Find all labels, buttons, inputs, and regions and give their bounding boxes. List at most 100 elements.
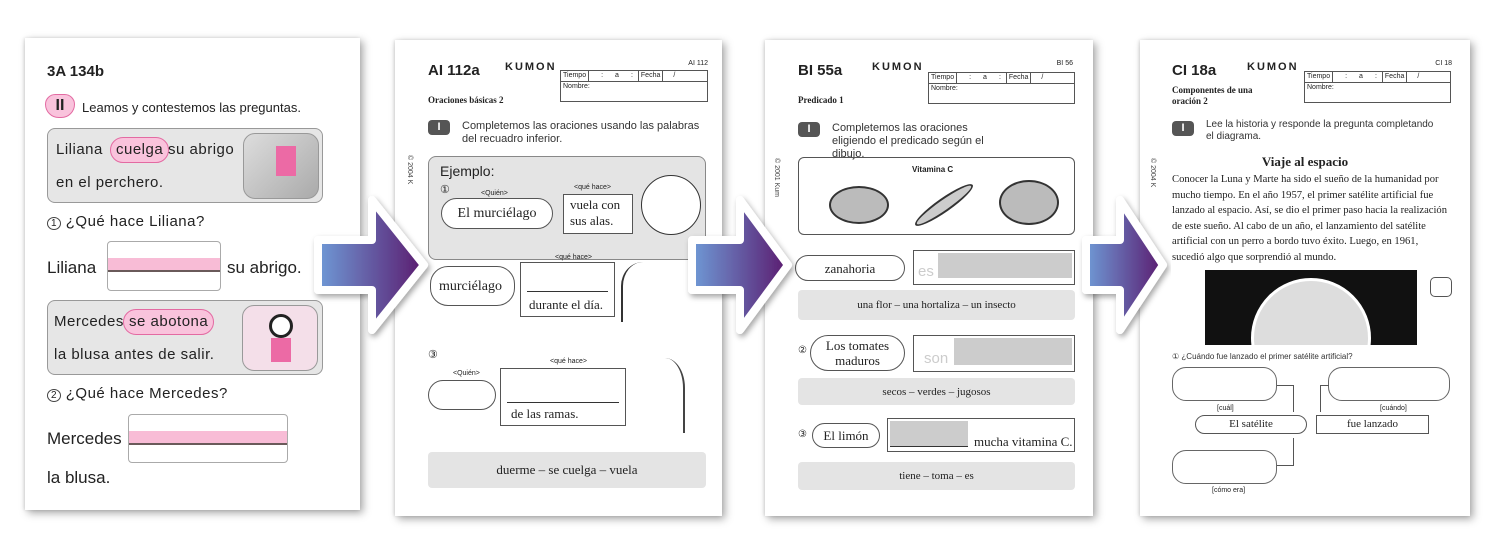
corner-code: AI 112 <box>688 60 708 67</box>
item1-answer-box[interactable]: es <box>913 250 1075 285</box>
illustration-girl-buttoning <box>242 305 318 371</box>
carrot-illustration <box>911 179 977 231</box>
word-bank: duerme – se cuelga – vuela <box>428 452 706 488</box>
answer-field-1[interactable] <box>107 241 221 291</box>
lemon-illustration <box>999 180 1059 225</box>
branch-illustration <box>621 262 676 322</box>
worksheet-bi-55a: BI 55a KUMON BI 56 Tiempo:a:Fecha/ Nombr… <box>765 40 1093 516</box>
word-bank-1: una flor – una hortaliza – un insecto <box>798 290 1075 320</box>
worksheet-code: 3A 134b <box>47 63 104 80</box>
name-time-header: Tiempo:a:Fecha/ Nombre: <box>928 72 1075 104</box>
item-number: ③ <box>428 349 438 361</box>
space-dog-illustration <box>1205 270 1417 345</box>
tomato-illustration <box>829 186 889 224</box>
item3-answer-box[interactable]: mucha vitamina C. <box>887 418 1075 452</box>
word-bank-3: tiene – toma – es <box>798 462 1075 490</box>
name-field[interactable]: Nombre: <box>931 85 958 92</box>
kumon-logo: KUMON <box>1247 61 1299 73</box>
field-cual[interactable] <box>1172 367 1277 401</box>
item-number: ③ <box>798 429 807 440</box>
corner-code: CI 18 <box>1435 60 1452 67</box>
diagram-predicate: fue lanzado <box>1316 415 1429 434</box>
item2-answer-box[interactable]: son <box>913 335 1075 372</box>
text: de las ramas. <box>511 406 579 421</box>
word-bank-2: secos – verdes – jugosos <box>798 378 1075 405</box>
label-como-era: [cómo era] <box>1212 487 1246 494</box>
copyright: © 2004 K <box>406 155 413 185</box>
vitamin-c-illustration-box: Vitamina C <box>798 157 1075 235</box>
monkey-tree-illustration <box>635 358 685 433</box>
story-text: Conocer la Luna y Marte ha sido el sueño… <box>1172 174 1448 263</box>
item3-subject-field[interactable] <box>428 380 496 410</box>
section-badge: I <box>1172 121 1194 136</box>
field-cuando[interactable] <box>1328 367 1450 401</box>
label-cual: [cuál] <box>1217 405 1234 412</box>
sentence-box-1: Liliana cuelga su abrigo en el perchero. <box>47 128 323 203</box>
text: la blusa. <box>47 468 111 487</box>
name-time-header: Tiempo:a:Fecha/ Nombre: <box>560 70 708 102</box>
connector-arrows <box>1277 385 1294 412</box>
kumon-logo: KUMON <box>505 61 557 73</box>
item3-subject: El limón <box>812 423 880 448</box>
name-field[interactable]: Nombre: <box>563 83 590 90</box>
name-field[interactable]: Nombre: <box>1307 84 1334 91</box>
item2-answer-box[interactable]: durante el día. <box>520 262 615 317</box>
kumon-logo: KUMON <box>872 61 924 73</box>
answer-check-box[interactable] <box>1430 277 1452 297</box>
hint-text: son <box>924 350 949 367</box>
text: Liliana <box>47 258 97 277</box>
name-time-header: Tiempo:a:Fecha/ Nombre: <box>1304 71 1451 103</box>
label-que-hace: <qué hace> <box>574 184 611 191</box>
label-quien: <Quién> <box>453 370 480 377</box>
label-cuando: [cuándo] <box>1380 405 1407 412</box>
text: su abrigo. <box>227 258 302 277</box>
instruction: Leamos y contestemos las preguntas. <box>82 100 301 115</box>
worksheet-ci-18a: CI 18a KUMON CI 18 Tiempo:a:Fecha/ Nombr… <box>1140 40 1470 516</box>
item1-subject: zanahoria <box>795 255 905 281</box>
heart-badge: II <box>45 94 75 118</box>
worksheet-code: BI 55a <box>798 62 843 79</box>
corner-code: BI 56 <box>1056 60 1073 67</box>
worksheet-ai-112a: AI 112a KUMON AI 112 Tiempo:a:Fecha/ Nom… <box>395 40 722 516</box>
section-badge: I <box>798 122 820 137</box>
item2-subject: murciélago <box>430 266 515 306</box>
worksheet-code: AI 112a <box>428 62 480 79</box>
answer-field-2[interactable] <box>128 414 288 463</box>
hint-text: es <box>918 263 934 280</box>
instruction: Lee la historia y responde la pregunta c… <box>1206 119 1434 142</box>
copyright: © 2001 Kum <box>773 158 780 198</box>
example-subject: El murciélago <box>441 198 553 229</box>
text: durante el día. <box>529 297 603 312</box>
label-que-hace: <qué hace> <box>555 254 592 261</box>
illustration-girl-closet <box>243 133 319 199</box>
sentence-box-2: Mercedes se abotona la blusa antes de sa… <box>47 300 323 375</box>
worksheet-code: CI 18a <box>1172 62 1217 79</box>
text: Mercedes <box>54 313 124 330</box>
subtitle: Componentes de una oración 2 <box>1172 85 1253 106</box>
item-number: ① <box>440 184 450 196</box>
connector-arrows <box>1320 385 1329 412</box>
label-que-hace: <qué hace> <box>550 358 587 365</box>
field-como-era[interactable] <box>1172 450 1277 484</box>
item3-answer-box[interactable]: de las ramas. <box>500 368 626 426</box>
diagram-subject: El satélite <box>1195 415 1307 434</box>
worksheet-3a-134b: 3A 134b II Leamos y contestemos las preg… <box>25 38 360 510</box>
text: mucha vitamina C. <box>974 434 1073 449</box>
connector-arrows <box>1277 438 1294 466</box>
section-badge: I <box>428 120 450 135</box>
question-1: 1 ¿Qué hace Liliana? <box>47 213 205 230</box>
item2-subject: Los tomates maduros <box>810 335 905 371</box>
instruction: Completemos las oraciones eligiendo el p… <box>832 122 984 160</box>
bat-illustration <box>641 175 701 235</box>
story-title: Viaje al espacio <box>1261 154 1349 169</box>
subtitle: Predicado 1 <box>798 95 844 105</box>
text: su abrigo <box>168 141 235 158</box>
highlighted-verb: cuelga <box>110 137 170 163</box>
instruction: Completemos las oraciones usando las pal… <box>462 120 700 145</box>
question: ① ¿Cuándo fue lanzado el primer satélite… <box>1172 352 1353 361</box>
example-box: Ejemplo: ① <Quién> <qué hace> El murciél… <box>428 156 706 260</box>
text: Mercedes <box>47 429 122 448</box>
question-2: 2 ¿Qué hace Mercedes? <box>47 385 228 402</box>
example-label: Ejemplo: <box>440 163 495 179</box>
text: Liliana <box>56 141 103 158</box>
